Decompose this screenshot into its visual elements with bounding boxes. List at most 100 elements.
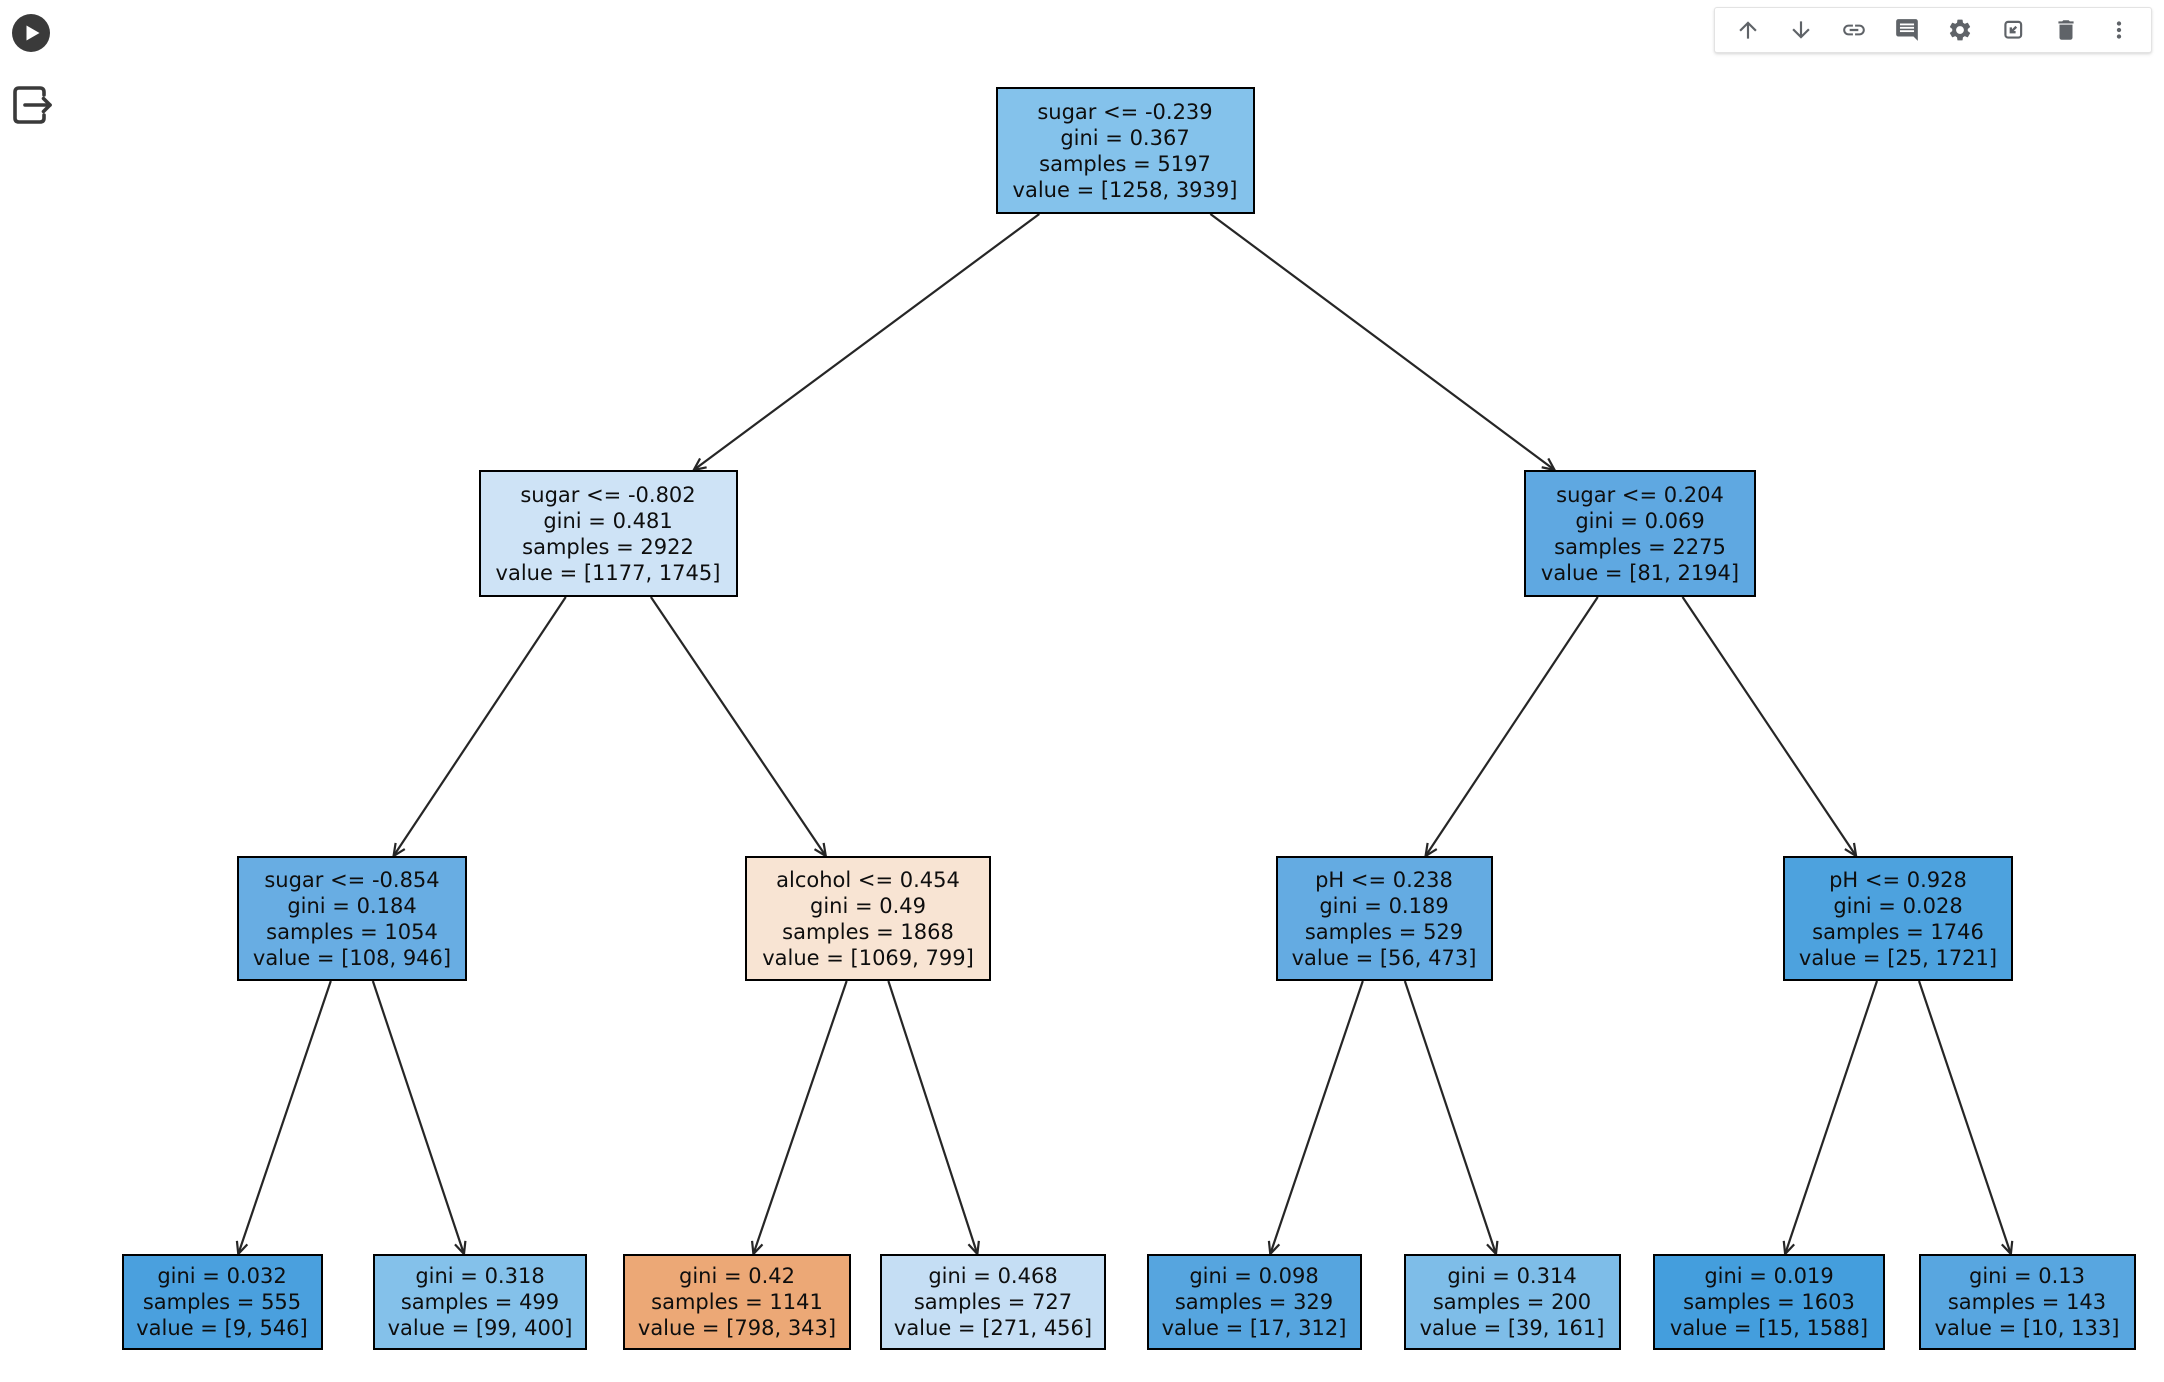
tree-edge	[649, 596, 828, 859]
node-text-line: samples = 529	[1304, 919, 1464, 944]
node-text-line: gini = 0.367	[1060, 125, 1190, 150]
output-icon	[13, 86, 52, 124]
node-text-line: value = [9, 546]	[136, 1316, 308, 1340]
tree-edge	[235, 980, 332, 1257]
tree-edge	[1403, 980, 1499, 1257]
node-text-line: value = [1258, 3939]	[1012, 177, 1238, 202]
node-text-line: samples = 727	[913, 1290, 1073, 1314]
node-text-line: value = [99, 400]	[387, 1316, 573, 1340]
node-text-line: samples = 555	[142, 1290, 302, 1314]
mirror-cell-in-tab-button[interactable]	[1986, 8, 2039, 52]
move-cell-down-button[interactable]	[1774, 8, 1827, 52]
delete-cell-button[interactable]	[2039, 8, 2092, 52]
node-text-line: gini = 0.028	[1833, 893, 1963, 918]
tree-edge	[1681, 596, 1858, 859]
link-icon	[1842, 24, 1865, 36]
node-text-line: samples = 329	[1174, 1290, 1334, 1314]
node-text-line: samples = 1868	[782, 919, 954, 944]
node-text-line: sugar <= -0.854	[264, 867, 440, 892]
tree-edge	[1267, 980, 1364, 1257]
comment-icon	[1895, 19, 1918, 41]
node-text-line: gini = 0.189	[1319, 893, 1449, 918]
node-text-line: pH <= 0.238	[1315, 867, 1453, 892]
settings-gear-icon	[1949, 19, 1970, 41]
cell-toolbar	[1714, 7, 2152, 53]
add-comment-button[interactable]	[1880, 8, 1933, 52]
node-text-line: sugar <= -0.802	[520, 482, 696, 507]
node-text-line: value = [39, 161]	[1419, 1316, 1605, 1340]
node-text-line: pH <= 0.928	[1829, 867, 1967, 892]
node-text-line: value = [1069, 799]	[762, 945, 974, 970]
node-text-line: samples = 1746	[1812, 919, 1984, 944]
node-text-line: samples = 1054	[266, 919, 438, 944]
run-cell-button[interactable]	[11, 13, 51, 53]
trash-icon	[2057, 20, 2074, 40]
node-text-line: alcohol <= 0.454	[776, 867, 960, 892]
node-text-line: value = [108, 946]	[252, 945, 452, 970]
arrow-up-icon	[1738, 21, 1757, 39]
run-cell-icon	[12, 14, 50, 52]
more-vert-icon	[2116, 21, 2121, 39]
node-text-line: gini = 0.019	[1704, 1264, 1834, 1288]
tree-edge	[887, 980, 980, 1257]
node-text-line: gini = 0.069	[1575, 508, 1705, 533]
tree-edge	[750, 980, 848, 1257]
node-text-line: samples = 200	[1432, 1290, 1592, 1314]
node-text-line: gini = 0.481	[543, 508, 673, 533]
node-text-line: gini = 0.13	[1968, 1264, 2085, 1288]
node-text-line: sugar <= -0.239	[1037, 99, 1213, 124]
tree-edge	[1424, 596, 1599, 859]
node-text-line: gini = 0.184	[287, 893, 417, 918]
move-cell-up-button[interactable]	[1721, 8, 1774, 52]
node-text-line: samples = 2922	[522, 534, 694, 559]
node-text-line: gini = 0.314	[1447, 1264, 1577, 1288]
tree-edge	[691, 213, 1040, 472]
node-text-line: value = [271, 456]	[893, 1316, 1093, 1340]
node-text-line: value = [798, 343]	[637, 1316, 837, 1340]
node-text-line: samples = 1603	[1683, 1290, 1855, 1314]
node-text-line: samples = 143	[1947, 1290, 2107, 1314]
node-text-line: value = [10, 133]	[1934, 1316, 2120, 1340]
node-text-line: samples = 1141	[651, 1290, 823, 1314]
node-text-line: value = [15, 1588]	[1669, 1316, 1869, 1340]
tree-edge	[392, 596, 567, 859]
node-text-line: samples = 2275	[1554, 534, 1726, 559]
node-text-line: gini = 0.318	[415, 1264, 545, 1288]
node-text-line: samples = 5197	[1039, 151, 1211, 176]
node-text-line: value = [25, 1721]	[1798, 945, 1998, 970]
node-text-line: value = [1177, 1745]	[495, 560, 721, 585]
node-text-line: value = [56, 473]	[1291, 945, 1477, 970]
node-text-line: gini = 0.42	[678, 1264, 795, 1288]
settings-button[interactable]	[1933, 8, 1986, 52]
node-text-line: gini = 0.098	[1189, 1264, 1319, 1288]
node-text-line: gini = 0.49	[809, 893, 926, 918]
arrow-down-icon	[1791, 21, 1810, 39]
output-button[interactable]	[11, 84, 55, 128]
copy-link-button[interactable]	[1827, 8, 1880, 52]
more-actions-button[interactable]	[2092, 8, 2145, 52]
node-text-line: gini = 0.032	[157, 1264, 287, 1288]
mirror-cell-in-tab-icon	[2003, 20, 2022, 39]
tree-edge	[371, 980, 467, 1257]
node-text-line: sugar <= 0.204	[1556, 482, 1724, 507]
tree-edge	[1917, 980, 2014, 1257]
tree-edge	[1782, 980, 1879, 1257]
node-text-line: value = [17, 312]	[1161, 1316, 1347, 1340]
node-text-line: value = [81, 2194]	[1540, 560, 1740, 585]
tree-edge	[1209, 213, 1557, 472]
